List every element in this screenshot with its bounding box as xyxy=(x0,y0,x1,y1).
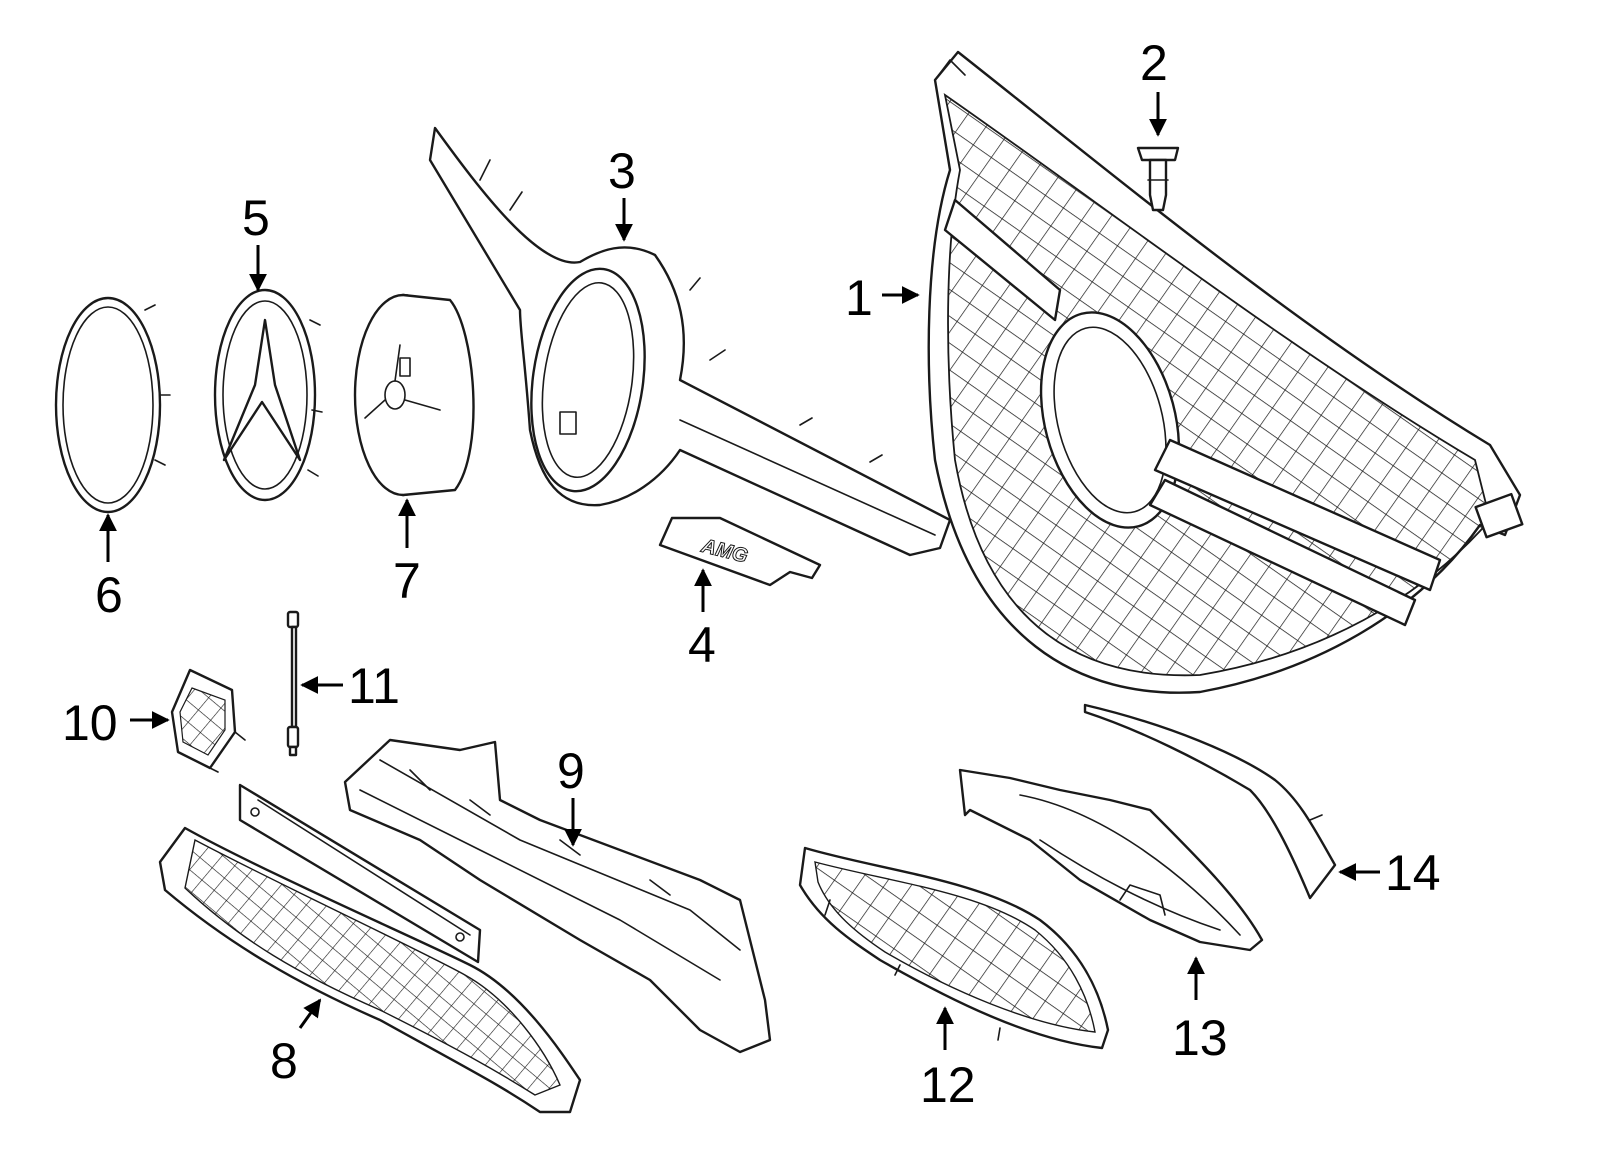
part-13-side-frame xyxy=(958,768,1264,952)
part-3-frame xyxy=(428,126,952,557)
callout-10: 10 xyxy=(62,695,118,751)
part-7-housing xyxy=(353,293,475,497)
part-9-bracket xyxy=(343,738,772,1054)
callout-4: 4 xyxy=(688,617,716,673)
callout-8: 8 xyxy=(270,1033,298,1089)
part-11-rod xyxy=(286,610,300,757)
part-5-star-emblem xyxy=(213,288,323,502)
callout-labels: 1 2 3 4 5 6 7 8 9 10 11 12 13 14 xyxy=(62,35,1441,1113)
leader-lines xyxy=(99,92,1380,1050)
part-6-ring xyxy=(54,296,171,514)
part-4-amg-emblem: AMG xyxy=(658,516,822,587)
part-1-grille xyxy=(927,50,1524,694)
part-2-clip xyxy=(1136,146,1180,212)
callout-2: 2 xyxy=(1140,35,1168,91)
callout-5: 5 xyxy=(242,190,270,246)
part-12-side-mesh xyxy=(798,846,1110,1050)
part-14-trim-strip xyxy=(1083,703,1337,900)
callout-7: 7 xyxy=(393,553,421,609)
callout-13: 13 xyxy=(1172,1010,1228,1066)
callout-14: 14 xyxy=(1385,845,1441,901)
callout-11: 11 xyxy=(348,658,400,714)
callout-9: 9 xyxy=(557,743,585,799)
callout-3: 3 xyxy=(608,143,636,199)
part-10-insert xyxy=(170,668,246,773)
callout-12: 12 xyxy=(920,1057,976,1113)
callout-1: 1 xyxy=(845,270,873,326)
callout-6: 6 xyxy=(95,567,123,623)
part-8-lower-mesh xyxy=(158,783,582,1114)
